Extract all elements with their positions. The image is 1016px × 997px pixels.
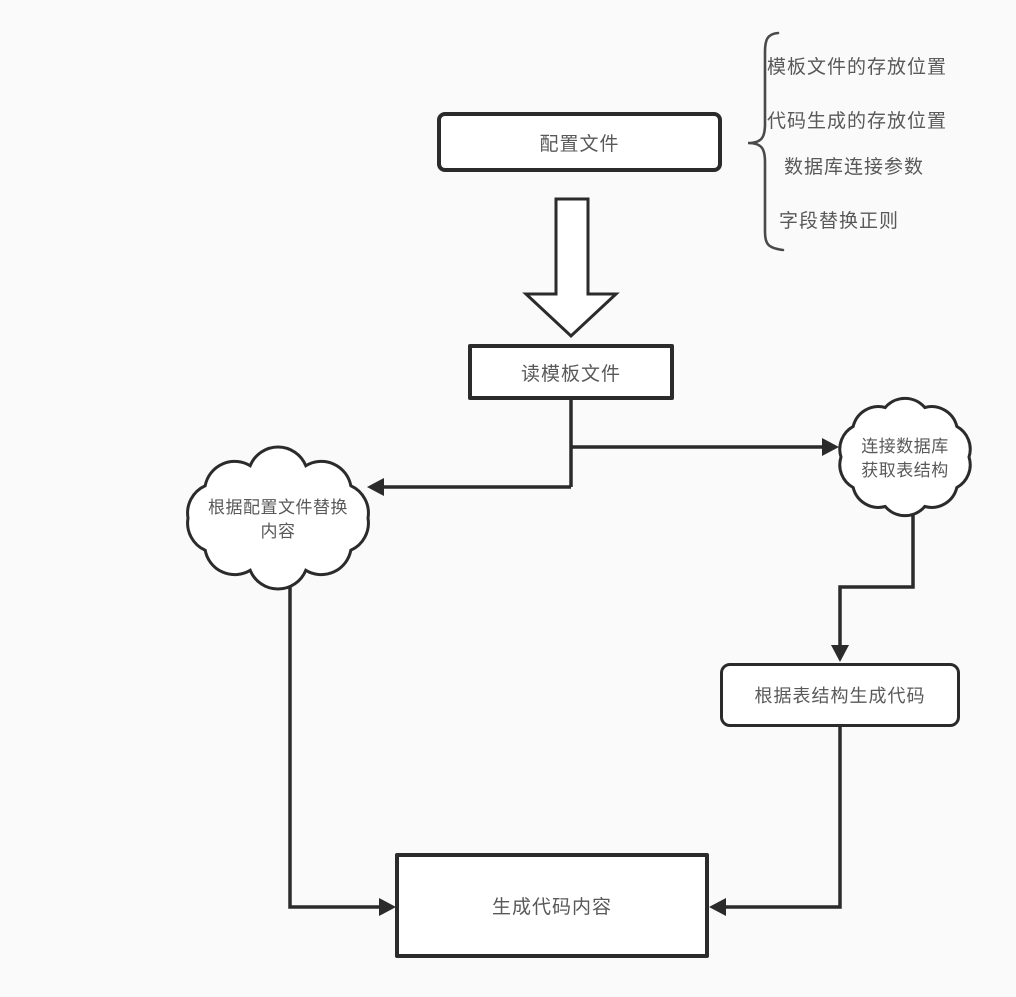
replace-cloud-label: 根据配置文件替换 内容	[193, 496, 363, 544]
curly-brace	[747, 31, 785, 252]
node-config-file: 配置文件	[437, 112, 722, 172]
node-output: 生成代码内容	[395, 853, 709, 958]
db-cloud-label-line2: 获取表结构	[861, 461, 949, 480]
replace-cloud-label-line2: 内容	[260, 522, 296, 541]
config-detail-item: 代码生成的存放位置	[767, 111, 948, 132]
db-cloud-label: 连接数据库 获取表结构	[845, 435, 965, 483]
config-detail-item: 字段替换正则	[779, 211, 900, 232]
connector-db-cloud-to-generate	[838, 505, 915, 645]
connector-generate-to-output	[726, 727, 842, 909]
arrowhead-into-db-cloud	[822, 438, 839, 456]
node-config-file-label: 配置文件	[539, 133, 620, 155]
replace-cloud-label-line1: 根据配置文件替换	[208, 498, 348, 517]
connector-lines	[288, 400, 915, 909]
config-detail-item: 模板文件的存放位置	[767, 57, 948, 78]
db-cloud-label-line1: 连接数据库	[861, 437, 949, 456]
arrowhead-into-replace-cloud	[367, 478, 384, 496]
arrowheads	[367, 438, 849, 916]
config-detail-item: 数据库连接参数	[784, 157, 925, 178]
db-cloud-shape	[838, 396, 972, 518]
node-generate-from-table: 根据表结构生成代码	[720, 663, 960, 727]
arrowhead-into-generate	[831, 645, 849, 662]
connector-replace-cloud-to-output	[288, 571, 379, 909]
node-generate-from-table-label: 根据表结构生成代码	[754, 686, 926, 706]
big-down-arrow	[522, 197, 620, 339]
arrowhead-into-output-left	[379, 898, 396, 916]
node-read-template: 读模板文件	[468, 344, 674, 400]
arrowhead-into-output-right	[709, 898, 726, 916]
replace-cloud-shape	[186, 445, 370, 591]
node-read-template-label: 读模板文件	[520, 363, 621, 385]
node-output-label: 生成代码内容	[491, 897, 612, 918]
